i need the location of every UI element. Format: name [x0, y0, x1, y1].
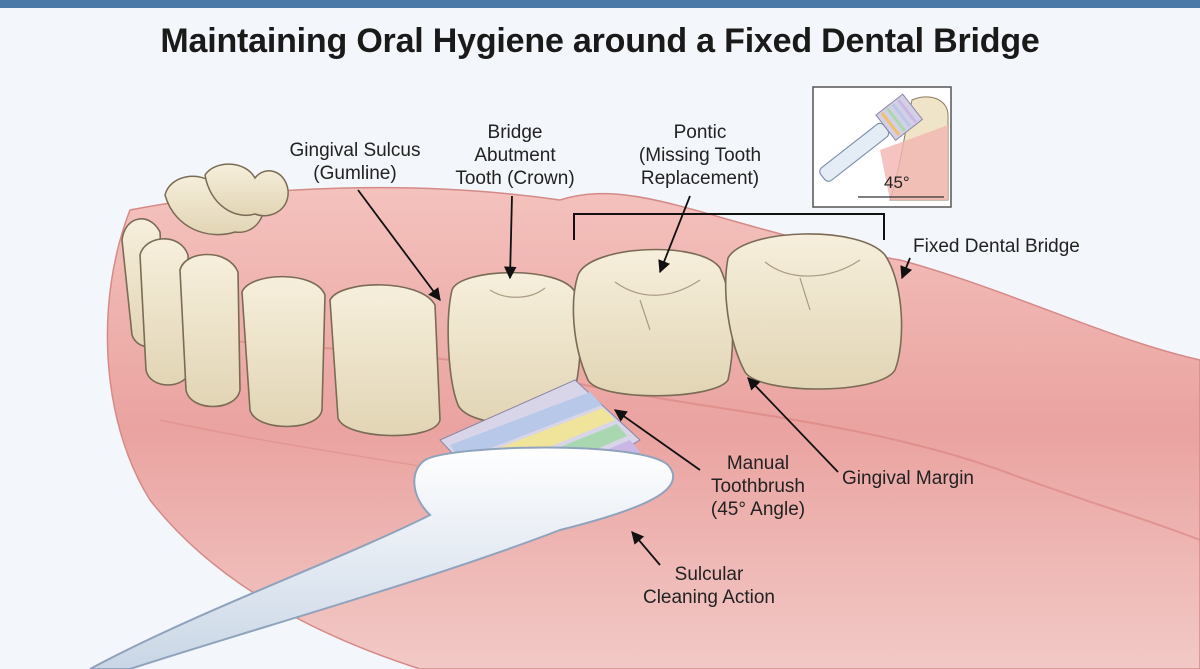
label-sulcular-cleaning: Sulcular Cleaning Action: [642, 564, 776, 608]
page-title: Maintaining Oral Hygiene around a Fixed …: [160, 22, 1040, 60]
label-bridge-abutment: Bridge Abutment Tooth (Crown): [455, 122, 575, 189]
toothbrush-handle: [89, 446, 675, 669]
angle-inset-icon: [812, 86, 952, 208]
label-manual-toothbrush: Manual Toothbrush (45° Angle): [710, 453, 806, 520]
fixed-bridge-bracket: [573, 213, 885, 240]
back-teeth: [164, 163, 289, 236]
label-gingival-margin: Gingival Margin: [842, 468, 974, 489]
angle-inset-label: 45°: [884, 173, 910, 192]
label-gingival-sulcus: Gingival Sulcus (Gumline): [289, 140, 421, 184]
teeth-row: [121, 218, 903, 437]
label-pontic: Pontic (Missing Tooth Replacement): [638, 122, 762, 189]
top-color-strip: [0, 0, 1200, 8]
tooth-details: [489, 259, 861, 331]
toothbrush-icon: [89, 379, 675, 669]
label-fixed-dental-bridge: Fixed Dental Bridge: [913, 236, 1080, 257]
pointer-lines: [357, 189, 913, 566]
